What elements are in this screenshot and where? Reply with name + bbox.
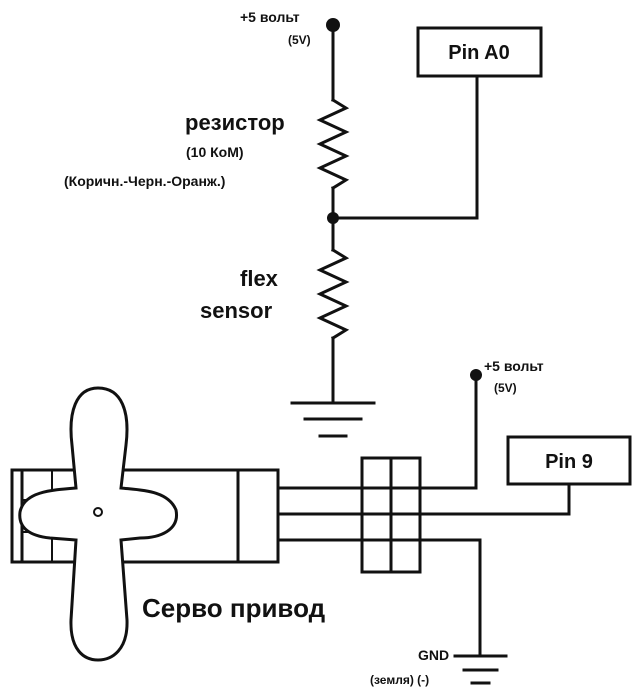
top-supply-label: +5 вольт	[240, 9, 300, 25]
wire-servo-signal	[418, 482, 571, 516]
flex-sensor-line1: flex	[240, 266, 279, 291]
servo-supply-label: +5 вольт	[484, 358, 544, 374]
servo-supply: +5 вольт (5V)	[470, 358, 544, 395]
servo-connector	[360, 456, 422, 574]
top-supply-sub: (5V)	[288, 33, 311, 47]
wire-junction-to-pin-a0	[331, 74, 479, 220]
pin-9-label: Pin 9	[545, 451, 593, 473]
servo-supply-sub: (5V)	[494, 381, 517, 395]
servo-label: Серво привод	[142, 593, 326, 623]
wire-servo-power	[418, 373, 478, 490]
resistor-label: резистор	[185, 110, 285, 135]
flex-sensor-symbol	[316, 247, 350, 341]
pin-a0-box: Pin A0	[416, 26, 543, 78]
wire-servo-ground	[418, 538, 482, 658]
ground-symbol-bottom	[453, 654, 508, 685]
pin-9-rect	[506, 435, 632, 486]
resistor-value: (10 КоМ)	[186, 144, 244, 160]
resistor-colors: (Коричн.-Черн.-Оранж.)	[64, 173, 225, 189]
resistor-symbol	[316, 97, 350, 191]
ground-symbol-top	[290, 401, 376, 438]
pin-a0-label: Pin A0	[448, 42, 510, 64]
pin-a0-rect	[416, 26, 543, 78]
servo-horn-hub	[93, 507, 103, 517]
pin-9-box: Pin 9	[506, 435, 632, 486]
servo-horn	[18, 386, 178, 662]
flex-sensor-line2: sensor	[200, 298, 273, 323]
gnd-label: GND	[418, 647, 449, 663]
servo-cable	[276, 486, 364, 542]
top-supply: +5 вольт (5V)	[240, 9, 340, 47]
gnd-sub: (земля) (-)	[370, 673, 429, 687]
servo-motor	[10, 386, 280, 662]
